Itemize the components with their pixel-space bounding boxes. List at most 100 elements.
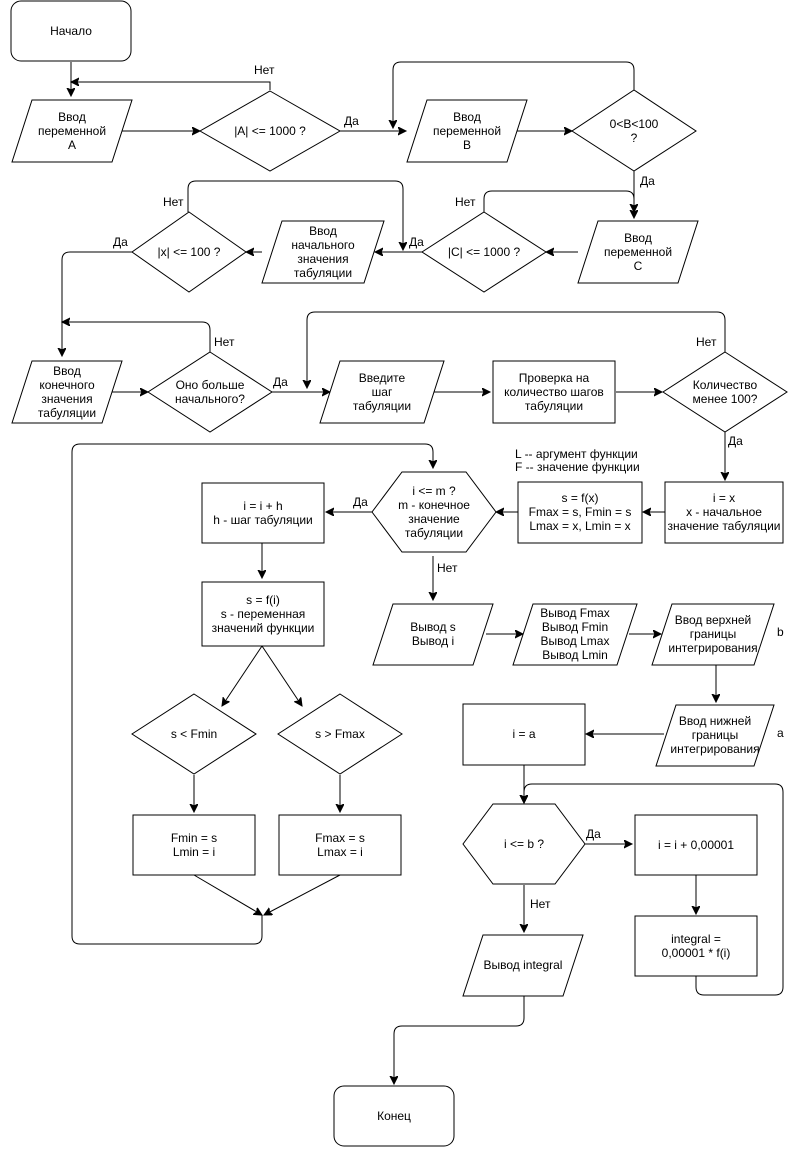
init-s-label-line: s = f(x) xyxy=(561,491,598,505)
cond-fmin-shape xyxy=(131,693,257,775)
edge-integral-loop xyxy=(524,783,784,996)
cond-c-shape xyxy=(421,211,547,293)
check-steps-label-line: Проверка на xyxy=(519,371,590,385)
edge-cond-count-no-loop xyxy=(307,311,726,388)
init-i-label-line: i = x xyxy=(713,491,735,505)
edges xyxy=(62,61,784,1084)
input-c-label-line: С xyxy=(634,259,643,273)
incr-small-label: i = i + 0,00001 xyxy=(658,838,734,852)
out-integral-label: Вывод integral xyxy=(484,958,563,972)
input-step-label-line: шаг xyxy=(372,385,393,399)
cond-a-label-line: |A| <= 1000 ? xyxy=(234,124,306,138)
cond-greater-label-line: Оно больше xyxy=(176,378,245,392)
input-step-label-line: табуляции xyxy=(353,399,411,413)
edge-set-fmax-merge xyxy=(264,874,341,915)
calc-s-shape xyxy=(201,581,325,647)
cond-x-label-line: |x| <= 100 ? xyxy=(158,245,221,259)
edge-labels: Нет Да Да Нет Да Нет Да Нет Да Нет Да Да… xyxy=(113,63,743,911)
cond-fmax-label-line: s > Fmax xyxy=(315,727,365,741)
incr-i-shape xyxy=(201,482,325,544)
cond-count-label-line: менее 100? xyxy=(693,392,758,406)
check-steps-label-line: табуляции xyxy=(525,399,583,413)
cond-greater-shape xyxy=(147,351,273,433)
label-yes-a: Да xyxy=(344,114,359,128)
input-tab-end-shape xyxy=(11,360,123,424)
cond-count-shape xyxy=(662,351,788,433)
init-s-label-line: Lmax = x, Lmin = x xyxy=(529,519,630,533)
calc-integral-label: integral =0,00001 * f(i) xyxy=(662,932,731,960)
label-yes-x: Да xyxy=(113,235,128,249)
init-i-label-line: значение табуляции xyxy=(668,519,781,533)
set-fmin-shape xyxy=(132,814,256,876)
cond-fmax-shape xyxy=(277,693,403,775)
input-tab-start-label-line: значения xyxy=(297,252,348,266)
set-i-a-shape xyxy=(462,703,586,766)
label-no-b2: Нет xyxy=(530,897,551,911)
cond-b-label: 0<B<100? xyxy=(610,117,659,145)
label-no-m: Нет xyxy=(437,561,458,575)
label-yes-b: Да xyxy=(640,174,655,188)
cond-count-label-line: Количество xyxy=(693,378,758,392)
cond-m-label-line: m - конечное xyxy=(398,498,470,512)
input-a-label-line: А xyxy=(68,138,76,152)
input-c-label-line: переменной xyxy=(604,245,672,259)
label-yes-count: Да xyxy=(728,434,743,448)
input-c-label-line: Ввод xyxy=(624,231,652,245)
input-lower-label-line: границы xyxy=(692,728,739,742)
label-yes-m: Да xyxy=(353,495,368,509)
out-f-l-label-line: Вывод Lmax xyxy=(541,634,610,648)
calc-s-label-line: s - переменная xyxy=(221,607,306,621)
input-upper-label-line: интегрирования xyxy=(668,641,757,655)
label-no-c: Нет xyxy=(455,195,476,209)
label-no-count: Нет xyxy=(696,335,717,349)
cond-b2-label-line: i <= b ? xyxy=(504,837,544,851)
input-b-label-line: переменной xyxy=(433,124,501,138)
label-yes-greater: Да xyxy=(273,375,288,389)
legend-argument: L -- аргумент функции xyxy=(515,447,638,461)
input-tab-start-label-line: табуляции xyxy=(294,266,352,280)
shapes xyxy=(10,0,788,1147)
edge-calc-to-fmax xyxy=(261,645,302,706)
input-a-label-line: переменной xyxy=(38,124,106,138)
legend-value: F -- значение функции xyxy=(515,460,640,474)
cond-m-label-line: табуляции xyxy=(405,526,463,540)
cond-x-label: |x| <= 100 ? xyxy=(158,245,221,259)
out-f-l-label-line: Вывод Fmin xyxy=(542,620,608,634)
set-i-a-label: i = a xyxy=(512,727,535,741)
input-c-shape xyxy=(577,220,699,284)
check-steps-shape xyxy=(492,360,616,424)
label-yes-b2: Да xyxy=(586,827,601,841)
set-fmax-label-line: Lmax = i xyxy=(317,845,363,859)
input-lower-label-line: Ввод нижней xyxy=(679,714,751,728)
set-fmax-shape xyxy=(278,814,402,876)
label-no-x: Нет xyxy=(163,195,184,209)
edge-cond-x-no-loop xyxy=(187,180,403,250)
input-step-shape xyxy=(319,360,445,424)
edge-calc-to-fmin xyxy=(222,645,263,706)
input-tab-start-label-line: начального xyxy=(291,238,355,252)
out-integral-label-line: Вывод integral xyxy=(484,958,563,972)
cond-greater-label-line: начального? xyxy=(175,392,245,406)
calc-s-label-line: s = f(i) xyxy=(246,593,280,607)
set-i-a-label-line: i = a xyxy=(512,727,535,741)
out-integral-shape xyxy=(462,934,584,997)
input-b-label-line: Ввод xyxy=(453,110,481,124)
cond-x-shape xyxy=(131,211,247,293)
cond-fmax-label: s > Fmax xyxy=(315,727,365,741)
set-fmin-label-line: Lmin = i xyxy=(173,845,215,859)
input-tab-end-label-line: конечного xyxy=(39,378,95,392)
lower-bound-var: a xyxy=(777,726,784,740)
